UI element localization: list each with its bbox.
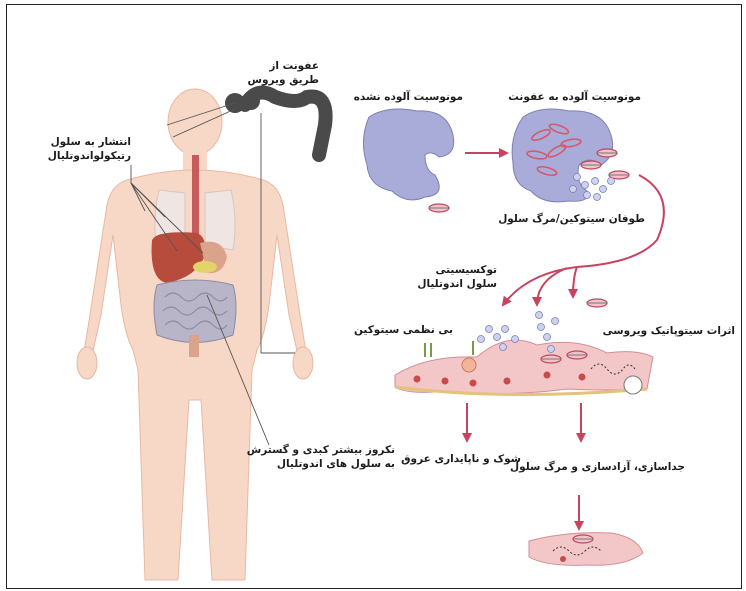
receptor-stalks: [425, 341, 473, 357]
viral-cytopathic-label: اثرات سیتوپاتیک ویروسی: [603, 324, 735, 338]
virion-particle: [541, 355, 561, 363]
reticuloendothelial-label: انتشار به سلول رتیکولواندوتلیال: [13, 135, 131, 163]
virion-particle: [587, 299, 607, 307]
detachment-label: جداسازی، آزادسازی و مرگ سلول: [521, 460, 685, 474]
virion-particle: [581, 161, 601, 169]
cytokine-disorder-label: بی نظمی سیتوکین: [363, 323, 453, 337]
detached-endothelial-cell: [529, 533, 643, 566]
virion-particle: [597, 149, 617, 157]
infection-route-label: عفونت از طریق ویروس: [239, 59, 319, 87]
endothelial-vessel-wall: [395, 340, 653, 394]
shock-label: شوک و ناپایداری عروق: [401, 452, 521, 466]
branch-arrows: [503, 267, 577, 305]
cytokine-storm-label: طوفان سیتوکین/مرگ سلول: [513, 212, 645, 226]
uninfected-monocyte-label: مونوسیت آلوده نشده: [353, 90, 463, 104]
diagram-frame: عفونت از طریق ویروس انتشار به سلول رتیکو…: [6, 4, 742, 589]
infected-monocyte-label: مونوسیت آلوده به عفونت: [511, 90, 641, 104]
liver-necrosis-label: نکروز بیشتر کبدی و گسترش به سلول های اند…: [257, 443, 395, 471]
virion-particle: [567, 351, 587, 359]
infection-source-icon: [225, 92, 326, 155]
endothelial-toxicity-label: توکسیسیتی سلول اندوتلیال: [417, 263, 497, 291]
infected-monocyte: [512, 109, 613, 202]
uninfected-monocyte: [363, 109, 453, 200]
virion-particle: [429, 204, 449, 212]
